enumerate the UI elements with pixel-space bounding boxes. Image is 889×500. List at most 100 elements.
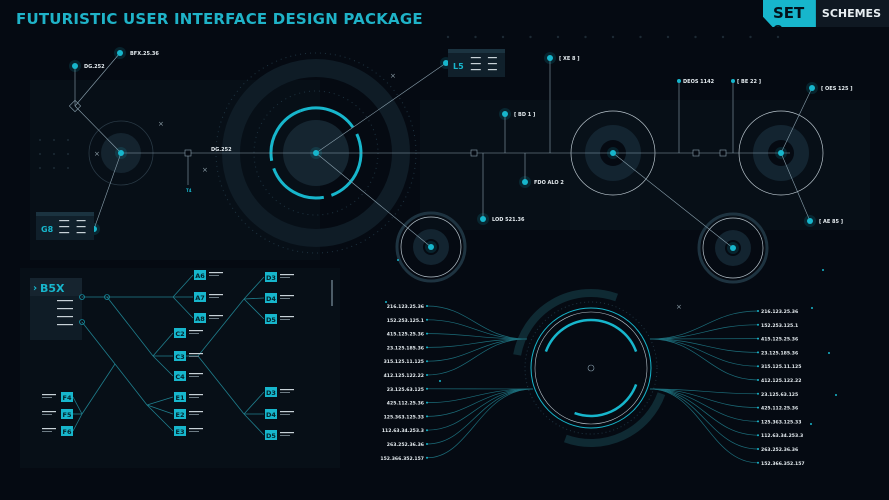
tree-node: D5 xyxy=(265,314,294,324)
tree-node-code: D4 xyxy=(266,295,276,303)
grid-dot xyxy=(556,35,560,39)
tree-edge xyxy=(81,363,116,415)
radial-link xyxy=(426,388,534,417)
cross-marker-icon: × xyxy=(158,120,164,128)
tree-node-code: D4 xyxy=(266,411,276,419)
big-hud-arc xyxy=(300,106,355,129)
radial-dotted-ring xyxy=(524,301,658,435)
panel-text-line xyxy=(487,69,497,71)
panel-header xyxy=(448,49,505,53)
radial-link xyxy=(426,305,528,340)
ip-label-right: 425.112.25.36 xyxy=(761,406,798,412)
outer-arc xyxy=(563,392,666,447)
tree-node-code: D5 xyxy=(266,432,276,440)
node-text-line xyxy=(280,435,290,436)
node-text-line xyxy=(280,414,290,415)
node-dot xyxy=(428,244,434,250)
big-hud-arc xyxy=(272,167,325,200)
link-end-dot xyxy=(757,310,759,312)
node-dot xyxy=(731,79,735,83)
sparkle-dot xyxy=(439,380,441,382)
label-deos: DEOS 1142 xyxy=(683,79,715,85)
label-t4: T4 xyxy=(186,188,192,193)
link-end-dot xyxy=(757,365,759,368)
page-title: FUTURISTIC USER INTERFACE DESIGN PACKAGE xyxy=(16,10,423,28)
ip-label-right: 152.253.125.1 xyxy=(761,323,798,329)
radial-arc xyxy=(574,383,638,418)
tree-node-code: F4 xyxy=(63,394,72,402)
cross-marker-icon: × xyxy=(390,72,396,80)
grid-dot xyxy=(584,35,587,39)
tree-node: F6 xyxy=(42,426,73,436)
tree-edge xyxy=(197,355,245,415)
connector-line xyxy=(780,87,813,154)
node-dot xyxy=(677,79,681,83)
tree-node-code: C4 xyxy=(175,373,185,381)
junction-square xyxy=(184,149,192,157)
small-target-halo xyxy=(395,211,467,283)
grid-dot xyxy=(666,35,670,39)
tree-node: A7 xyxy=(194,292,223,302)
tree-node-box xyxy=(174,409,186,419)
node-text-line xyxy=(280,389,294,391)
tree-node-code: C3 xyxy=(175,353,184,361)
radial-link xyxy=(649,388,759,395)
node-dot xyxy=(502,111,508,117)
connector-line xyxy=(612,152,734,249)
tree-node: F4 xyxy=(42,392,73,402)
node-text-line xyxy=(280,432,294,434)
ip-label-left: 152.253.125.1 xyxy=(387,318,424,324)
tree-node-box xyxy=(174,371,186,381)
node-dot xyxy=(522,179,528,185)
ip-label-right: 315.125.11.125 xyxy=(761,364,801,370)
ip-label-left: 216.123.25.36 xyxy=(387,304,424,310)
node-text-line xyxy=(189,411,203,413)
tree-node-code: D3 xyxy=(266,389,276,397)
cross-marker-icon: × xyxy=(676,303,682,311)
grid-dot xyxy=(39,153,41,155)
grid-dot xyxy=(67,153,69,155)
cross-marker-icon: × xyxy=(202,166,208,174)
tree-node-box xyxy=(265,314,277,324)
sparkle-dot xyxy=(397,259,399,261)
tree-node-box xyxy=(265,272,277,282)
link-end-dot xyxy=(426,360,428,363)
grid-dot xyxy=(639,35,642,39)
b5x-panel-header xyxy=(30,278,82,296)
node-text-line xyxy=(209,272,223,274)
node-text-line xyxy=(280,392,290,393)
ip-label-left: 315.125.11.125 xyxy=(384,359,424,365)
radial-link xyxy=(426,388,534,403)
ip-label-right: 125.363.125.33 xyxy=(761,419,801,425)
node-text-line xyxy=(189,356,199,357)
connector-line xyxy=(93,152,122,230)
tree-node: C4 xyxy=(174,371,203,381)
panel-header xyxy=(36,212,94,216)
node-text-line xyxy=(42,414,52,415)
node-text-line xyxy=(189,428,203,430)
set-number: SET 9 xyxy=(763,0,816,27)
link-end-dot xyxy=(426,443,428,445)
ip-label-left: 152.366.352.157 xyxy=(380,456,424,462)
node-text-line xyxy=(209,275,219,276)
grid-dot xyxy=(53,139,55,141)
panel-text-line xyxy=(470,57,481,59)
tree-edge xyxy=(152,332,174,357)
tree-node: E2 xyxy=(174,409,203,419)
panel-text-line xyxy=(57,324,73,326)
sparkle-dot xyxy=(810,423,812,425)
small-target-ring xyxy=(702,217,764,279)
outer-arc xyxy=(513,289,619,356)
tree-node-code: F6 xyxy=(63,428,72,436)
tree-node-code: C2 xyxy=(175,330,184,338)
big-hud-arc xyxy=(330,133,363,197)
panel-g8: G8 xyxy=(36,212,94,240)
tree-node-box xyxy=(174,426,186,436)
node-dot xyxy=(610,150,616,156)
link-end-dot xyxy=(757,351,759,354)
label-dg-top: DG.252 xyxy=(84,64,105,70)
grid-dot xyxy=(53,153,55,155)
radial-link xyxy=(426,338,528,376)
tree-node: D3 xyxy=(265,387,294,397)
big-hud-arc xyxy=(269,109,302,162)
